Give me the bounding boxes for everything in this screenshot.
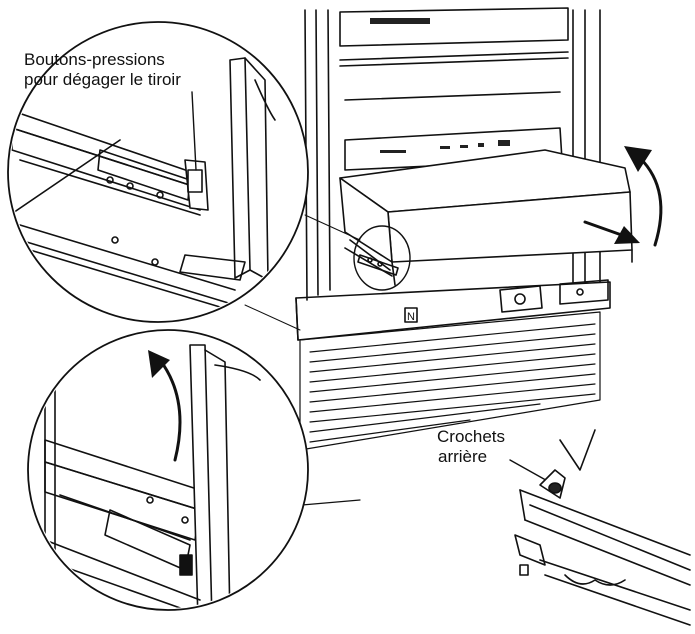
lift-arrow-icon bbox=[158, 358, 182, 462]
arrowhead-icon bbox=[148, 350, 170, 378]
release-buttons-label-line2: pour dégager le tiroir bbox=[24, 70, 181, 89]
rear-hooks-label-line2: arrière bbox=[438, 447, 488, 466]
detail-view-rear-hooks bbox=[509, 429, 691, 626]
brand-badge: N bbox=[407, 311, 415, 323]
drawer-slide-latch bbox=[357, 254, 399, 276]
curved-arrow-icon bbox=[638, 156, 663, 247]
rear-hooks-label-line1: Crochets bbox=[437, 427, 506, 446]
release-buttons-label-line1: Boutons-pressions bbox=[24, 50, 165, 69]
freezer-drawer bbox=[339, 149, 633, 286]
arrowhead-icon bbox=[614, 226, 640, 244]
release-buttons-callout: Boutons-pressions pour dégager le tiroir bbox=[24, 50, 181, 90]
base-toe-kick: N bbox=[295, 279, 611, 341]
arrowhead-icon bbox=[624, 146, 652, 172]
detail-view-lift-drawer bbox=[27, 329, 309, 611]
rear-hooks-callout: Crochets arrière bbox=[437, 427, 505, 467]
detail-view-release-buttons bbox=[7, 21, 361, 331]
detail-marker-circle bbox=[353, 225, 411, 291]
